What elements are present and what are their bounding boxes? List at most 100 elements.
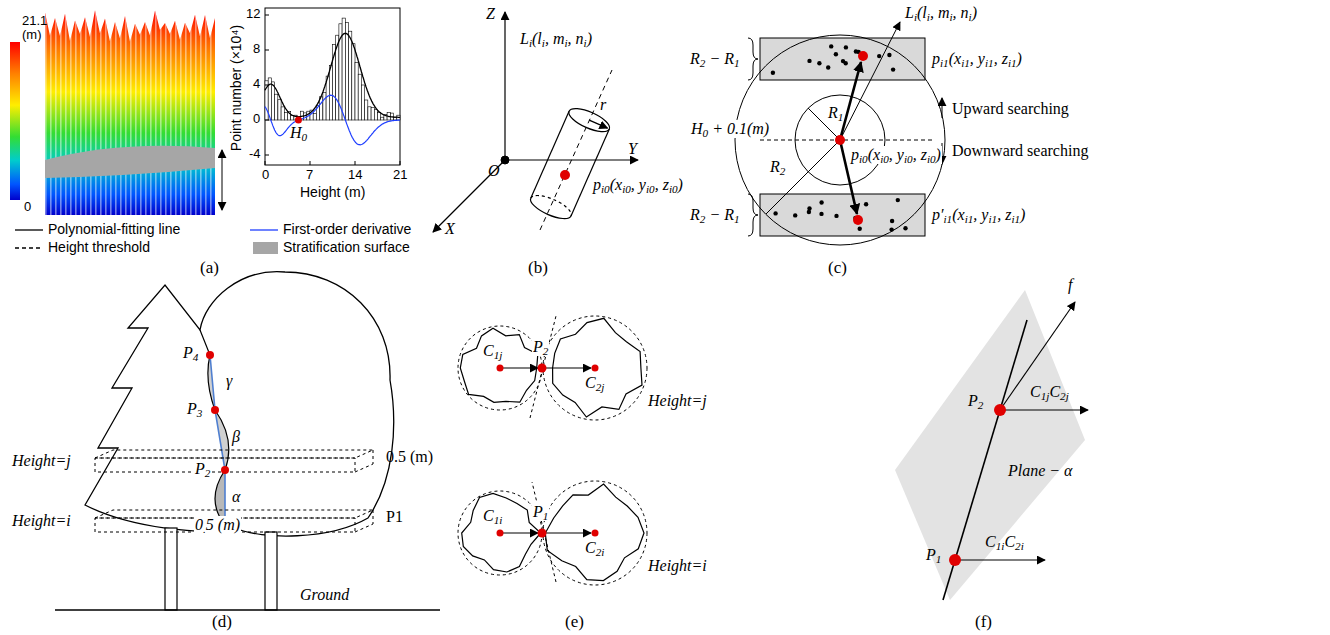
crown-slices-panel bbox=[458, 316, 647, 585]
point bbox=[896, 198, 900, 202]
figure-label: Height=i bbox=[12, 512, 71, 530]
legend-swatch bbox=[253, 242, 278, 254]
axis-tick bbox=[400, 161, 401, 165]
histogram-bar bbox=[271, 82, 274, 120]
histogram-bar bbox=[358, 74, 361, 120]
figure-label: 0.5 (m) bbox=[386, 448, 433, 466]
histogram-bar bbox=[355, 63, 358, 120]
figure-label: P2 bbox=[194, 460, 211, 478]
figure-label: C2j bbox=[584, 374, 605, 392]
figure-label: β bbox=[232, 428, 240, 446]
point bbox=[819, 212, 823, 216]
point bbox=[890, 219, 894, 223]
figure-label: Downward searching bbox=[952, 142, 1088, 160]
figure-label: O bbox=[488, 162, 500, 180]
figure-label: 4 bbox=[253, 77, 260, 92]
plane-panel bbox=[895, 290, 1088, 600]
figure-label: Ground bbox=[300, 586, 349, 604]
figure-label: Upward searching bbox=[952, 100, 1069, 118]
point bbox=[834, 214, 838, 218]
histogram-bar bbox=[368, 107, 371, 120]
figure-label: 21 bbox=[393, 168, 407, 183]
legend-text: Height threshold bbox=[48, 239, 150, 255]
point bbox=[834, 52, 838, 56]
point bbox=[829, 44, 833, 48]
figure-label: γ bbox=[226, 372, 232, 390]
axis-tick bbox=[265, 155, 269, 156]
chart-frame bbox=[265, 8, 400, 165]
point bbox=[864, 202, 868, 206]
figure-label: f bbox=[1068, 276, 1072, 294]
figure-label: C1i bbox=[482, 507, 503, 525]
height-arrow bbox=[222, 150, 223, 210]
figure-label: P4 bbox=[182, 344, 199, 362]
threshold-point bbox=[295, 117, 302, 124]
legend-text: Stratification surface bbox=[283, 239, 410, 255]
point bbox=[844, 61, 848, 65]
histogram-bar bbox=[275, 94, 278, 120]
figure-label: (c) bbox=[828, 258, 847, 278]
fitting-curve bbox=[265, 33, 400, 117]
histogram-bar bbox=[378, 113, 381, 120]
figure-label: R2 − R1 bbox=[690, 50, 740, 68]
figure-label: 14 bbox=[348, 168, 362, 183]
figure-label: 0.5 (m) bbox=[194, 516, 241, 534]
figure-label: C1iC2i bbox=[985, 533, 1024, 551]
point-cloud-texture bbox=[45, 10, 215, 215]
figure-label: H0 + 0.1(m) bbox=[690, 120, 770, 138]
histogram-bar bbox=[281, 107, 284, 120]
figure-label: Point number (×10⁴) bbox=[228, 25, 244, 151]
histogram-bar bbox=[349, 31, 352, 120]
point bbox=[877, 54, 881, 58]
color-bar bbox=[10, 42, 20, 200]
point bbox=[826, 65, 830, 69]
histogram-bar bbox=[278, 100, 281, 120]
histogram-bar bbox=[345, 22, 348, 120]
point bbox=[903, 226, 907, 230]
figure-label: (e) bbox=[565, 612, 584, 632]
figure-label: α bbox=[232, 488, 240, 506]
axis-tick bbox=[265, 161, 266, 165]
figure-label: pi0(xi0, yi0, zi0) bbox=[592, 176, 684, 194]
axis-tick bbox=[310, 161, 311, 165]
figure-label: -4 bbox=[249, 147, 261, 162]
figure-label: P2 bbox=[968, 392, 983, 410]
figure-label: R2 − R1 bbox=[690, 206, 740, 224]
figure-label: 8 bbox=[253, 42, 260, 57]
figure-label: (a) bbox=[200, 258, 219, 278]
histogram-bar bbox=[365, 100, 368, 120]
figure-label: pi1(xi1, yi1, zi1) bbox=[932, 50, 1022, 68]
legend-text: First-order derivative bbox=[283, 221, 411, 237]
point-cloud-fill bbox=[45, 10, 215, 215]
figure-label: 12 bbox=[246, 7, 260, 22]
figure-label: X bbox=[445, 220, 455, 238]
histogram-bar bbox=[352, 44, 355, 120]
figure-label: (b) bbox=[528, 258, 548, 278]
point bbox=[773, 211, 777, 215]
figure-label: Li(li, mi, ni) bbox=[905, 4, 977, 22]
figure-label: H0 bbox=[290, 124, 307, 142]
histogram-bar bbox=[313, 113, 316, 120]
axis-tick bbox=[265, 15, 269, 16]
figure-label: 0 bbox=[253, 112, 260, 127]
axis-tick bbox=[265, 120, 269, 121]
figure-label: P1 bbox=[926, 546, 941, 564]
axis-tick bbox=[265, 85, 269, 86]
figure-label: (d) bbox=[212, 612, 232, 632]
point-cloud bbox=[45, 10, 215, 215]
crown-outline bbox=[462, 494, 541, 573]
figure-label: 7 bbox=[306, 168, 313, 183]
figure-label: 0 bbox=[24, 200, 31, 215]
histogram-bar bbox=[329, 66, 332, 121]
point bbox=[819, 200, 823, 204]
point bbox=[771, 71, 775, 75]
figure-label: P3 bbox=[186, 400, 203, 418]
figure-label: Height=j bbox=[648, 392, 707, 410]
figure-label: 0 bbox=[262, 168, 269, 183]
stratification-surface bbox=[45, 146, 215, 178]
histogram-bar bbox=[371, 108, 374, 120]
legend-text: Polynomial-fitting line bbox=[48, 221, 180, 237]
tree-panel bbox=[55, 272, 440, 610]
